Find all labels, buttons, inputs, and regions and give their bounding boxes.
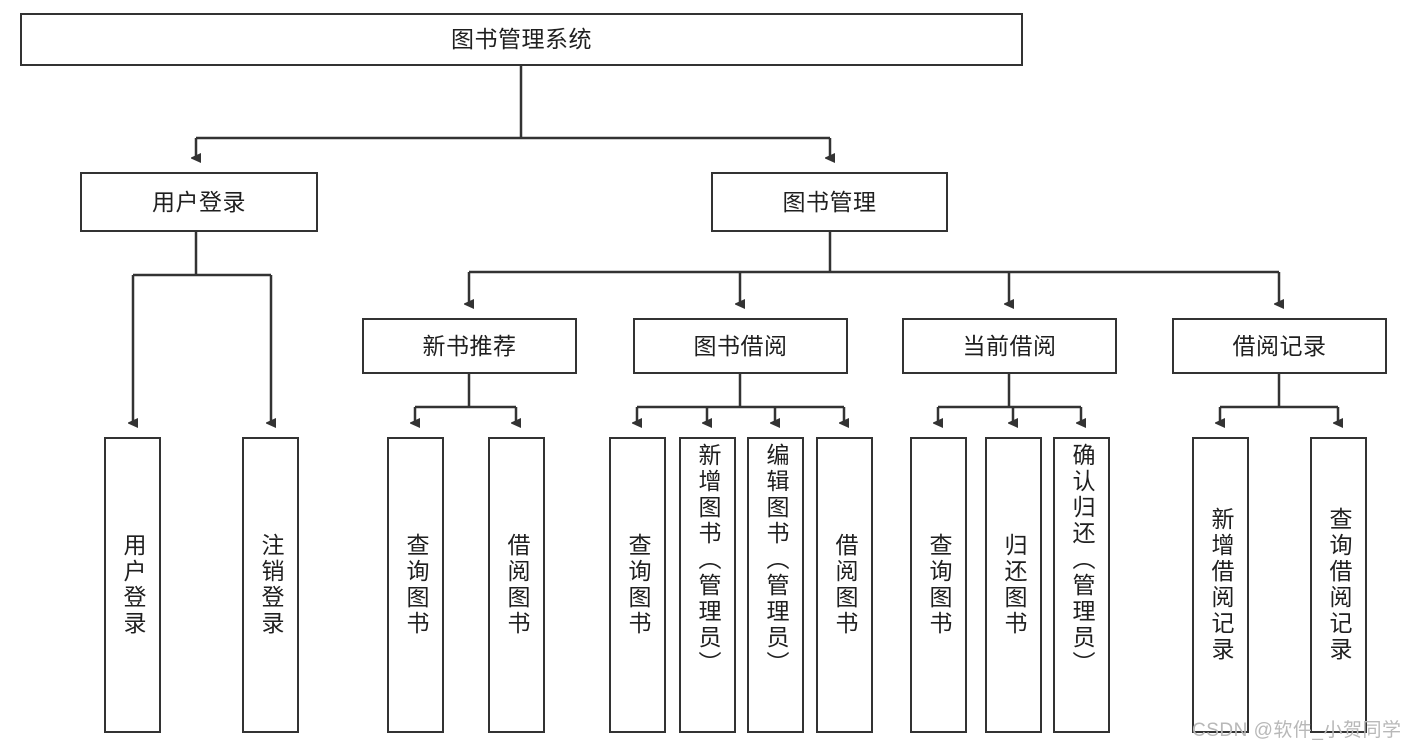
node-leaf-confirm-return-admin-label: 确认归还（管理员） [1069, 443, 1095, 677]
node-root-label: 图书管理系统 [451, 26, 592, 53]
node-root[interactable]: 图书管理系统 [20, 13, 1023, 66]
node-book-borrow-label: 图书借阅 [693, 332, 788, 359]
node-leaf-return-book[interactable]: 归还图书 [985, 437, 1042, 733]
node-leaf-confirm-return-admin[interactable]: 确认归还（管理员） [1053, 437, 1110, 733]
node-current-borrow-label: 当前借阅 [962, 332, 1057, 359]
node-leaf-add-borrow-record-label: 新增借阅记录 [1208, 507, 1234, 663]
node-leaf-query-book-2-label: 查询图书 [625, 533, 651, 637]
node-leaf-query-book-1[interactable]: 查询图书 [387, 437, 444, 733]
node-borrow-record-label: 借阅记录 [1232, 332, 1327, 359]
node-book-manage-label: 图书管理 [782, 188, 877, 215]
csdn-watermark: CSDN @软件_小贺同学 [1192, 720, 1402, 741]
node-new-book-recommend[interactable]: 新书推荐 [362, 318, 577, 374]
node-leaf-return-book-label: 归还图书 [1001, 533, 1027, 637]
node-borrow-record[interactable]: 借阅记录 [1172, 318, 1387, 374]
node-leaf-borrow-book-1-label: 借阅图书 [504, 533, 530, 637]
node-book-manage[interactable]: 图书管理 [711, 172, 948, 232]
node-leaf-query-book-2[interactable]: 查询图书 [609, 437, 666, 733]
node-leaf-logout-login[interactable]: 注销登录 [242, 437, 299, 733]
node-leaf-logout-login-label: 注销登录 [258, 533, 284, 637]
node-leaf-query-book-1-label: 查询图书 [403, 533, 429, 637]
node-book-borrow[interactable]: 图书借阅 [633, 318, 848, 374]
node-leaf-query-borrow-record[interactable]: 查询借阅记录 [1310, 437, 1367, 733]
node-leaf-query-borrow-record-label: 查询借阅记录 [1326, 507, 1352, 663]
node-leaf-query-book-3[interactable]: 查询图书 [910, 437, 967, 733]
node-leaf-borrow-book-2[interactable]: 借阅图书 [816, 437, 873, 733]
node-leaf-query-book-3-label: 查询图书 [926, 533, 952, 637]
node-leaf-edit-book-admin[interactable]: 编辑图书（管理员） [747, 437, 804, 733]
node-current-borrow[interactable]: 当前借阅 [902, 318, 1117, 374]
node-user-login[interactable]: 用户登录 [80, 172, 318, 232]
node-leaf-borrow-book-1[interactable]: 借阅图书 [488, 437, 545, 733]
node-leaf-add-book-admin-label: 新增图书（管理员） [695, 443, 721, 677]
node-user-login-label: 用户登录 [152, 188, 246, 215]
node-leaf-borrow-book-2-label: 借阅图书 [832, 533, 858, 637]
node-leaf-user-login-label: 用户登录 [120, 533, 146, 637]
node-leaf-add-book-admin[interactable]: 新增图书（管理员） [679, 437, 736, 733]
node-leaf-user-login[interactable]: 用户登录 [104, 437, 161, 733]
node-leaf-edit-book-admin-label: 编辑图书（管理员） [763, 443, 789, 677]
node-new-book-recommend-label: 新书推荐 [422, 332, 517, 359]
node-leaf-add-borrow-record[interactable]: 新增借阅记录 [1192, 437, 1249, 733]
